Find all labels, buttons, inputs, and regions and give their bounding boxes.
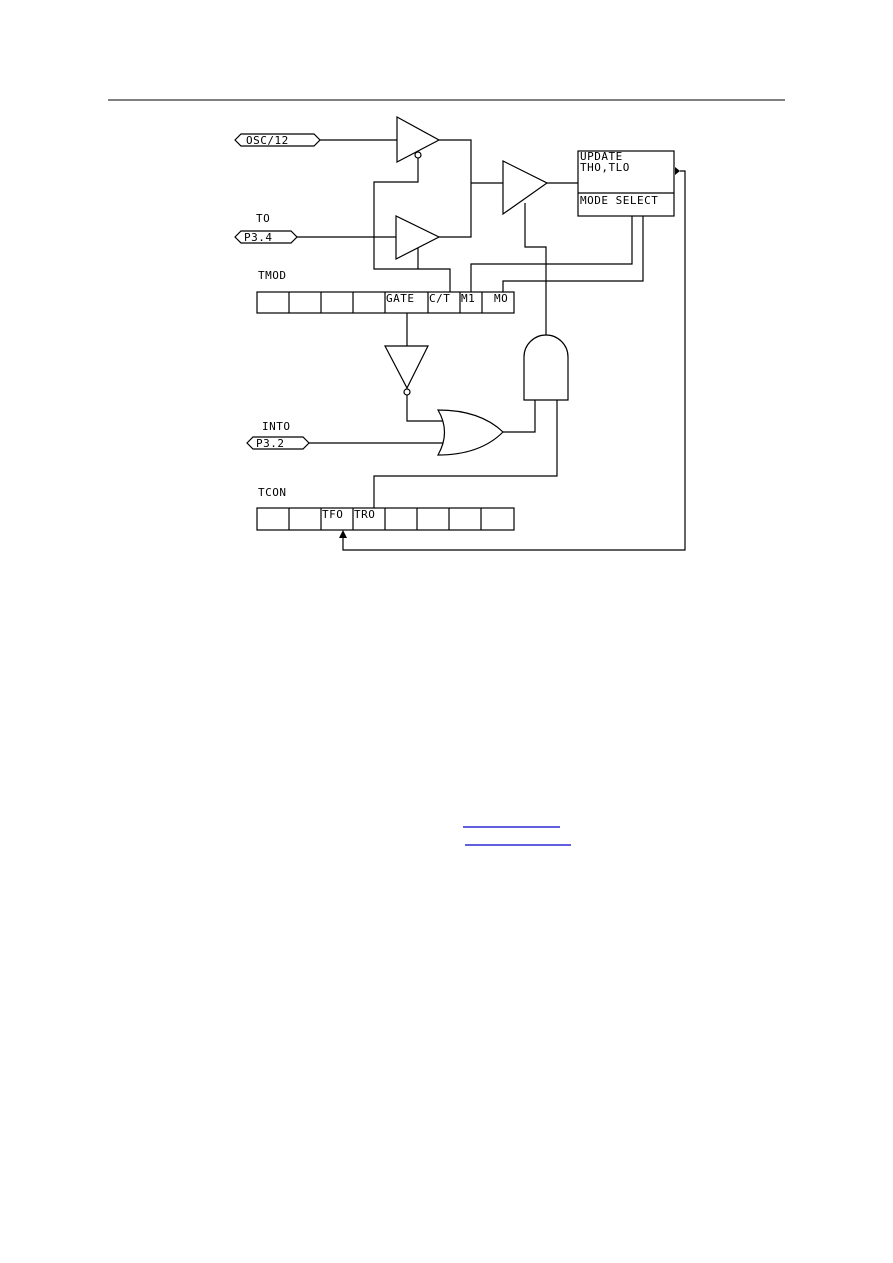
wire — [373, 158, 451, 292]
inverter-gate — [384, 345, 429, 390]
osc-input-label: OSC/12 — [246, 134, 289, 147]
tcon-register: TFO TRO — [256, 507, 515, 531]
overflow-output-arrow-icon — [675, 167, 680, 175]
t0-pin-label: P3.4 — [244, 231, 273, 244]
tmod-bit-gate: GATE — [386, 292, 415, 305]
wire — [406, 395, 443, 422]
tmod-bit-m1: M1 — [461, 292, 475, 305]
mode-select-label: MODE SELECT — [580, 194, 658, 207]
tcon-label: TCON — [258, 486, 287, 499]
wire — [439, 139, 472, 238]
tmod-label: TMOD — [258, 269, 287, 282]
buffer-gate-osc — [396, 115, 441, 163]
wire — [524, 203, 547, 335]
tcon-bit-tf0: TFO — [322, 508, 343, 521]
update-th0-tl0-box — [577, 150, 675, 217]
int0-pin-label: P3.2 — [256, 437, 285, 450]
buffer-gate-control — [502, 160, 549, 216]
wire — [503, 400, 536, 433]
arrow-up-icon — [339, 530, 347, 538]
tmod-bit-ct: C/T — [429, 292, 450, 305]
and-gate — [523, 334, 569, 401]
wire — [502, 216, 644, 292]
t0-label: TO — [256, 212, 270, 225]
inversion-bubble — [414, 151, 422, 159]
wire — [470, 216, 633, 292]
tmod-register: GATE C/T M1 MO — [256, 291, 515, 314]
update-label: UPDATE — [580, 150, 623, 163]
update-registers-label: THO,TLO — [580, 161, 630, 174]
inversion-bubble — [403, 388, 411, 396]
tmod-bit-m0: MO — [494, 292, 508, 305]
or-gate — [436, 409, 504, 456]
overflow-feedback-wire — [342, 170, 686, 551]
wire — [373, 400, 558, 508]
tcon-bit-tr0: TRO — [354, 508, 375, 521]
int0-label: INTO — [262, 420, 291, 433]
